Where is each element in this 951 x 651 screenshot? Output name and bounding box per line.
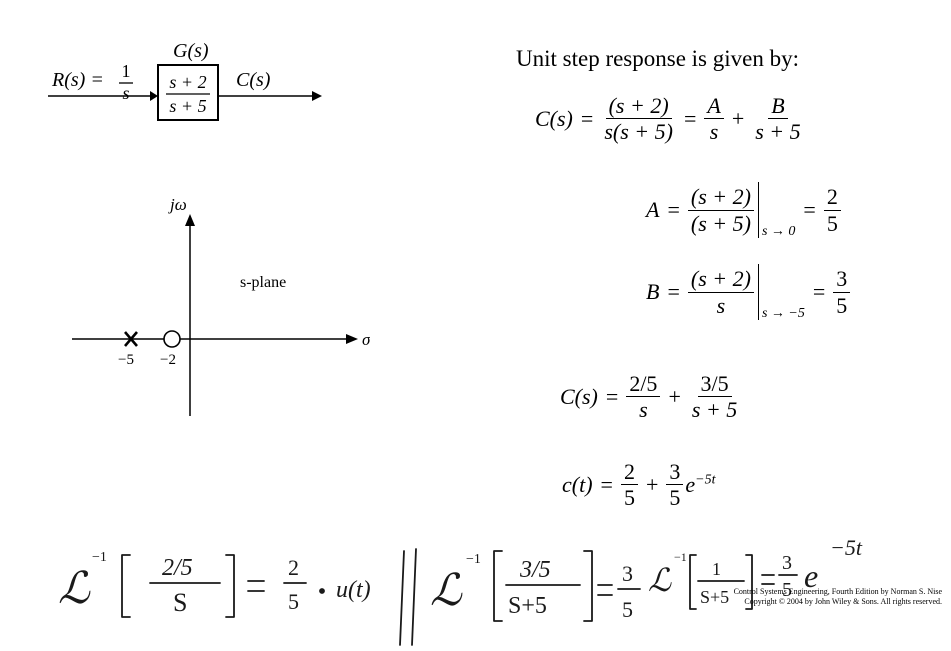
hw-inverse-superscript-3: −1 bbox=[674, 550, 687, 564]
handwritten-notes: ℒ −1 2/5 S 2 5 u(t) ℒ −1 3/5 S+5 3 5 ℒ −… bbox=[58, 535, 863, 646]
input-arrowhead bbox=[150, 91, 158, 101]
hw-bracket-left-2 bbox=[493, 550, 503, 622]
hw-denominator-1: S bbox=[173, 588, 187, 617]
hw-separator-line-2 bbox=[411, 548, 417, 646]
cs-partial-term2: 3/5 s + 5 bbox=[691, 371, 738, 423]
s-plane-label: s-plane bbox=[240, 274, 286, 291]
b-eval-result: 3 5 bbox=[833, 267, 851, 317]
pole-value-label: −5 bbox=[118, 352, 134, 368]
hw-numerator-1: 2/5 bbox=[162, 555, 193, 581]
rs-label: R(s) = bbox=[51, 69, 104, 91]
ct-lhs: c(t) bbox=[562, 471, 593, 497]
gs-label: G(s) bbox=[173, 40, 209, 62]
rs-numerator: 1 bbox=[122, 61, 131, 81]
pole-zero-plot: jω σ s-plane −5 −2 bbox=[72, 195, 370, 416]
hw-coefficient-den-2: 5 bbox=[622, 597, 633, 622]
zero-value-label: −2 bbox=[160, 352, 176, 368]
cs-expansion-lhs: C(s) bbox=[535, 105, 573, 131]
a-eval-fraction: (s + 2) (s + 5) bbox=[687, 185, 754, 235]
horizontal-axis-arrowhead bbox=[346, 334, 358, 344]
vertical-axis-label: jω bbox=[168, 195, 187, 214]
hw-multiply-dot bbox=[319, 588, 325, 594]
hw-bracket-right-1 bbox=[225, 554, 235, 618]
b-evaluation-equation: B = (s + 2) s s → −5 = 3 5 bbox=[646, 264, 851, 321]
hw-separator-line-1 bbox=[399, 550, 405, 646]
copyright-notice: Control Systems Engineering, Fourth Edit… bbox=[652, 587, 942, 607]
b-eval-fraction: (s + 2) s bbox=[687, 267, 754, 317]
b-eval-lhs: B bbox=[646, 279, 660, 304]
hw-inverse-superscript-1: −1 bbox=[92, 550, 107, 565]
horizontal-axis-label: σ bbox=[362, 330, 370, 349]
cs-expansion-term-a: A s bbox=[704, 94, 724, 143]
hw-result-exponential-base: e bbox=[804, 558, 818, 594]
a-eval-lhs: A bbox=[646, 197, 660, 222]
hw-inner-num: 1 bbox=[712, 559, 721, 579]
hw-laplace-operator-3: ℒ bbox=[648, 562, 672, 598]
pole-marker bbox=[124, 331, 138, 347]
hw-bracket-right-2 bbox=[583, 550, 593, 622]
hw-result-num-1: 2 bbox=[288, 555, 299, 580]
rs-denominator: s bbox=[122, 83, 129, 103]
a-eval-vertical-bar bbox=[757, 182, 759, 238]
vertical-axis-arrowhead bbox=[185, 214, 195, 226]
ct-exponential: e−5t bbox=[685, 471, 716, 497]
credit-line-1: Control Systems Engineering, Fourth Edit… bbox=[733, 587, 942, 596]
hw-bracket-right-3 bbox=[745, 554, 753, 610]
b-eval-subscript: s → −5 bbox=[761, 306, 805, 321]
block-diagram: G(s) R(s) = 1 s s + 2 s + 5 C(s) bbox=[48, 40, 322, 121]
hw-inner-den: S+5 bbox=[700, 587, 729, 607]
hw-laplace-operator-2: ℒ bbox=[430, 566, 463, 615]
output-arrowhead bbox=[312, 91, 322, 101]
a-eval-result: 2 5 bbox=[823, 185, 841, 235]
transfer-function-block bbox=[157, 64, 219, 121]
hw-laplace-operator-1: ℒ bbox=[58, 564, 91, 613]
cs-partial-term1: 2/5 s bbox=[626, 372, 661, 421]
zero-marker bbox=[163, 330, 181, 348]
ct-time-response-equation: c(t) = 2 5 + 3 5 e−5t bbox=[562, 459, 716, 511]
hw-result-den-1: 5 bbox=[288, 589, 299, 614]
hw-bracket-left-3 bbox=[689, 554, 697, 610]
a-eval-subscript: s → 0 bbox=[761, 224, 796, 239]
hw-bracket-left-1 bbox=[121, 554, 131, 618]
hw-result-den-2: 5 bbox=[782, 579, 792, 601]
cs-label: C(s) bbox=[236, 69, 271, 91]
unit-step-heading: Unit step response is given by: bbox=[516, 46, 799, 71]
tf-numerator: s + 2 bbox=[169, 72, 206, 92]
credit-line-2: Copyright © 2004 by John Wiley & Sons. A… bbox=[744, 597, 942, 606]
hw-result-num-2: 3 bbox=[782, 552, 792, 574]
tf-denominator: s + 5 bbox=[169, 96, 206, 116]
cs-expansion-equation: C(s) = (s + 2) s(s + 5) = A s + B s + 5 bbox=[535, 94, 804, 143]
cs-expansion-term1: (s + 2) s(s + 5) bbox=[604, 93, 673, 145]
cs-partial-fraction-equation: C(s) = 2/5 s + 3/5 s + 5 bbox=[560, 372, 740, 421]
hw-coefficient-num-2: 3 bbox=[622, 561, 633, 586]
b-eval-vertical-bar bbox=[757, 264, 759, 320]
hw-step-function: u(t) bbox=[336, 577, 371, 603]
hw-denominator-2: S+5 bbox=[508, 593, 547, 619]
cs-expansion-term-b: B s + 5 bbox=[755, 93, 801, 145]
ct-term1: 2 5 bbox=[620, 460, 638, 509]
hw-inverse-superscript-2: −1 bbox=[466, 552, 481, 567]
hw-result-exponent: −5t bbox=[830, 535, 863, 560]
ct-term2-coefficient: 3 5 bbox=[666, 460, 684, 509]
a-evaluation-equation: A = (s + 2) (s + 5) s → 0 = 2 5 bbox=[646, 182, 841, 239]
cs-partial-lhs: C(s) bbox=[560, 383, 598, 409]
hw-numerator-2: 3/5 bbox=[519, 557, 551, 583]
